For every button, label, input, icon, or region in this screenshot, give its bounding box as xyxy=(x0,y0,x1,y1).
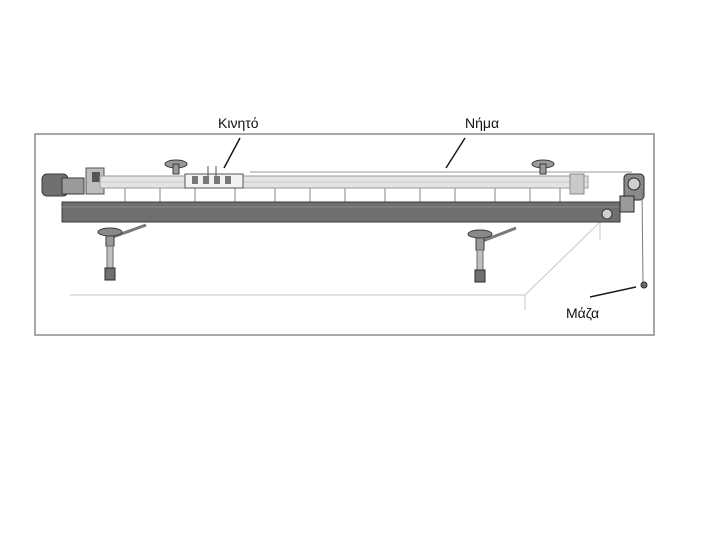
leader-lines xyxy=(223,137,637,298)
right-leg xyxy=(467,226,517,283)
figure-frame xyxy=(34,133,655,336)
mass-leader-line xyxy=(589,286,637,298)
table-outline xyxy=(70,221,601,310)
cart-label: Κινητό xyxy=(218,115,259,131)
base-beam xyxy=(61,201,621,223)
cart-glider xyxy=(184,166,244,189)
top-knobs xyxy=(164,159,555,175)
hanging-string xyxy=(641,187,644,284)
string-leader-line xyxy=(445,137,466,169)
left-leg xyxy=(97,223,147,281)
rail-supports xyxy=(124,188,561,202)
mass-label: Μάζα xyxy=(566,305,600,321)
cart-leader-line xyxy=(223,137,241,169)
hanging-mass xyxy=(640,281,648,289)
pulley xyxy=(619,173,645,213)
string-label: Νήμα xyxy=(465,115,500,131)
